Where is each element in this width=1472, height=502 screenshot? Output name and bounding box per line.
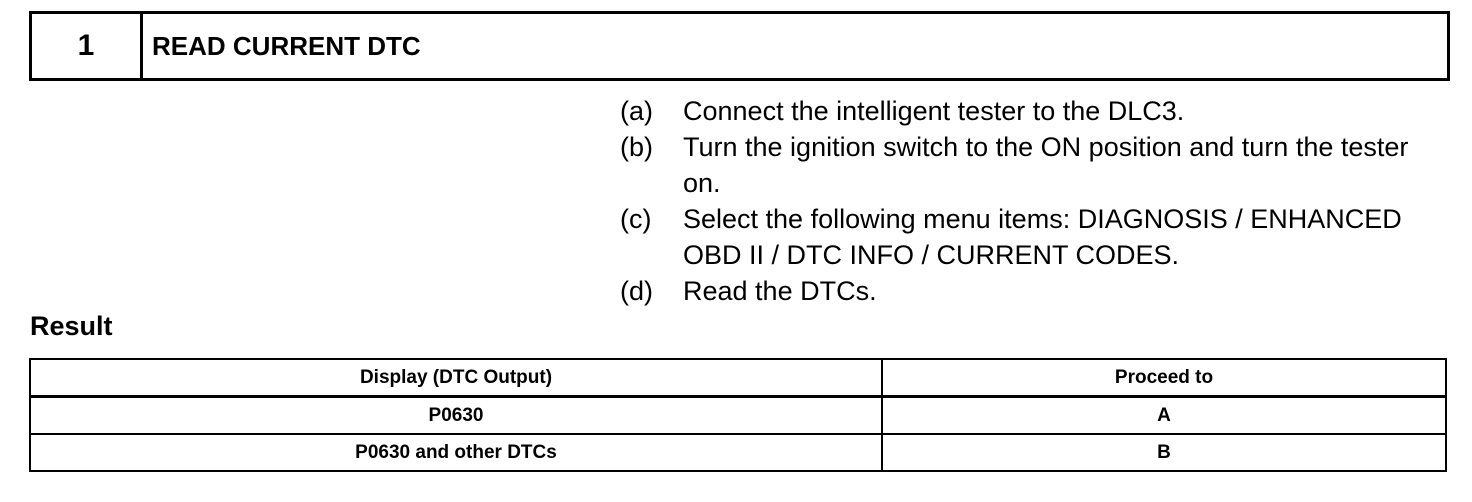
instruction-text: Select the following menu items: DIAGNOS… [683, 204, 1402, 270]
step-header: 1 READ CURRENT DTC [29, 11, 1450, 81]
step-title: READ CURRENT DTC [152, 30, 421, 61]
instruction-item: (a) Connect the intelligent tester to th… [620, 93, 1440, 129]
table-row: P0630 A [29, 395, 1447, 435]
instruction-item: (c) Select the following menu items: DIA… [620, 201, 1440, 273]
table-cell-display: P0630 [29, 395, 883, 435]
table-row: P0630 and other DTCs B [29, 433, 1447, 472]
instruction-marker: (a) [620, 96, 653, 126]
instruction-text: Turn the ignition switch to the ON posit… [683, 132, 1409, 198]
instruction-marker: (b) [620, 132, 653, 162]
result-heading: Result [30, 311, 113, 341]
table-header-row: Display (DTC Output) Proceed to [29, 358, 1447, 398]
instruction-list: (a) Connect the intelligent tester to th… [620, 93, 1440, 309]
column-header-display: Display (DTC Output) [29, 358, 883, 398]
instruction-item: (b) Turn the ignition switch to the ON p… [620, 129, 1440, 201]
table-cell-proceed: B [881, 433, 1447, 472]
table-cell-proceed: A [881, 395, 1447, 435]
instruction-text: Connect the intelligent tester to the DL… [683, 96, 1185, 126]
column-header-proceed: Proceed to [881, 358, 1447, 398]
result-table: Display (DTC Output) Proceed to P0630 A … [29, 358, 1447, 472]
instruction-text: Read the DTCs. [683, 276, 877, 306]
table-cell-display: P0630 and other DTCs [29, 433, 883, 472]
instruction-marker: (d) [620, 276, 653, 306]
instruction-item: (d) Read the DTCs. [620, 273, 1440, 309]
instruction-marker: (c) [620, 204, 652, 234]
step-number: 1 [32, 14, 143, 78]
